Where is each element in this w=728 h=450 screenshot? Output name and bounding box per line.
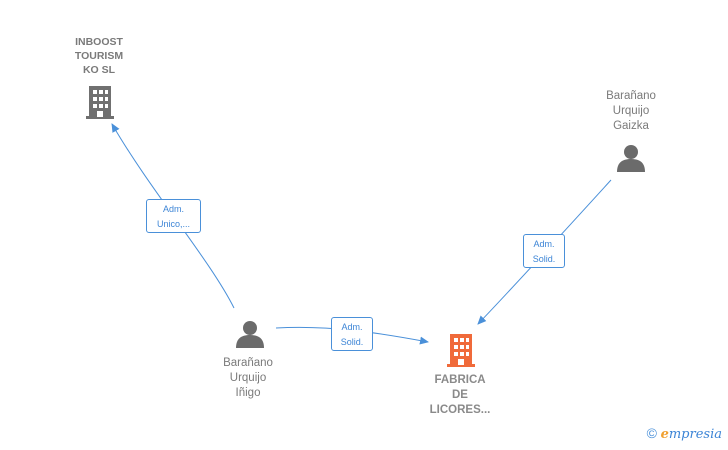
node-label-inigo[interactable]: Barañano Urquijo Iñigo	[223, 357, 273, 399]
empresia-logo-text: mpresia	[668, 427, 722, 442]
edge-label-gaizka-fabrica[interactable]: Adm. Solid.	[523, 234, 565, 268]
person-icon[interactable]	[236, 321, 264, 348]
person-icon[interactable]	[617, 145, 645, 172]
edge-label-inigo-inboost[interactable]: Adm. Unico,...	[146, 199, 201, 233]
empresia-watermark: © empresia	[647, 425, 722, 442]
building-icon[interactable]	[447, 334, 475, 367]
node-label-fabrica[interactable]: FABRICA DE LICORES...	[429, 374, 491, 416]
copyright-symbol: ©	[646, 425, 657, 441]
edge-label-inigo-fabrica[interactable]: Adm. Solid.	[331, 317, 373, 351]
empresia-logo-initial: e	[660, 427, 669, 442]
node-label-gaizka[interactable]: Barañano Urquijo Gaizka	[606, 90, 656, 132]
building-icon[interactable]	[86, 86, 114, 119]
node-label-inboost[interactable]: INBOOST TOURISM KO SL	[74, 36, 124, 76]
